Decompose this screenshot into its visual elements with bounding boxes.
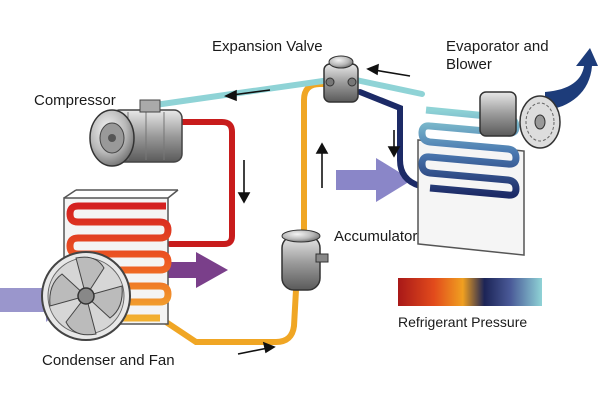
pressure-legend-label: Refrigerant Pressure xyxy=(398,314,528,330)
expansion-valve-label: Expansion Valve xyxy=(212,38,323,55)
airflow-arrow-icon xyxy=(545,48,598,110)
high-pressure-line xyxy=(167,119,235,247)
accumulator-icon xyxy=(281,229,329,291)
mid-pressure-line xyxy=(157,287,299,345)
mid-pressure-line xyxy=(301,81,333,235)
expansion-valve-icon xyxy=(323,55,359,103)
compressor-label: Compressor xyxy=(34,92,116,109)
flow-arrow-icon xyxy=(224,63,411,355)
accumulator-label: Accumulator xyxy=(334,228,418,245)
airflow-arrow-icon xyxy=(168,252,228,288)
airflow-arrow-icon xyxy=(336,158,412,202)
evaporator-label: Evaporator and Blower xyxy=(446,38,549,74)
pressure-legend-bar xyxy=(398,278,542,306)
condenser-label: Condenser and Fan xyxy=(42,352,175,369)
low-pressure-line xyxy=(145,77,333,109)
evaporator-label-line2: Blower xyxy=(446,56,492,73)
fan-icon xyxy=(41,251,131,341)
compressor-icon xyxy=(89,99,183,167)
low-pressure-line xyxy=(353,77,425,97)
blower-icon xyxy=(479,91,561,149)
evaporator-label-line1: Evaporator and xyxy=(446,38,549,55)
